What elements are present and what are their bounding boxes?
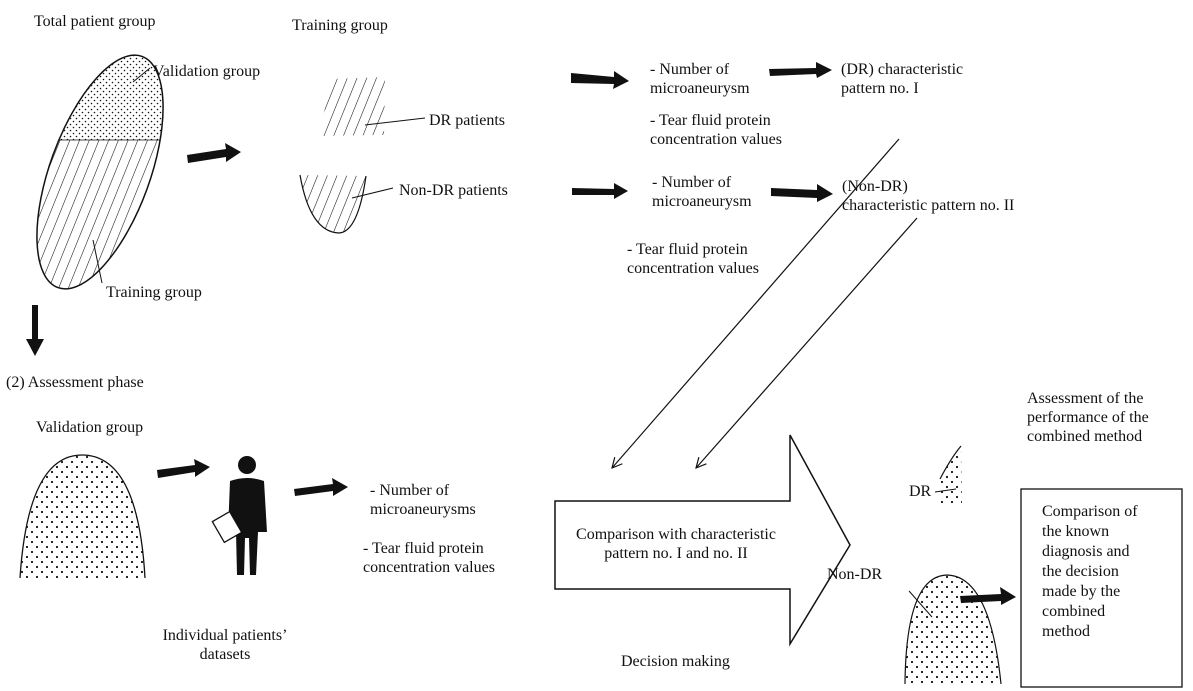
comparison-arrow-shape <box>554 434 851 647</box>
dr-patients-shape <box>320 77 426 136</box>
dr-result-label: DR <box>909 483 932 500</box>
person-with-clipboard-icon <box>211 456 267 575</box>
validation-group-phase2-label: Validation group <box>36 419 144 436</box>
non-dr-patients-shape <box>299 174 394 234</box>
validation-group-label: Validation group <box>153 63 261 80</box>
non-dr-number-of-microaneurysm: - Number of microaneurysm <box>652 174 752 210</box>
non-dr-characteristic-pattern-label: (Non-DR) characteristic pattern no. II <box>842 178 1015 214</box>
assessment-box-frame <box>1020 488 1183 688</box>
decision-making-label: Decision making <box>621 653 730 670</box>
training-group-header: Training group <box>292 17 388 34</box>
assessment-number-of-microaneurysms: - Number of microaneurysms <box>370 482 476 518</box>
dr-characteristic-pattern-label: (DR) characteristic pattern no. I <box>841 61 964 97</box>
assessment-tear-fluid-values: - Tear fluid protein concentration value… <box>363 540 495 576</box>
non-dr-patients-label: Non-DR patients <box>399 182 508 199</box>
assessment-title: Assessment of the performance of the com… <box>1027 390 1149 445</box>
assessment-box-text: Comparison of the known diagnosis and th… <box>1042 503 1138 640</box>
training-group-inner-label: Training group <box>106 284 202 301</box>
non-dr-result-shape <box>904 574 1002 685</box>
pattern-to-comparison-arrows <box>612 138 918 468</box>
thick-arrows <box>26 62 1016 605</box>
assessment-phase-title: (2) Assessment phase <box>6 374 144 391</box>
dr-tear-fluid-values: - Tear fluid protein concentration value… <box>650 112 782 148</box>
non-dr-tear-fluid-values: - Tear fluid protein concentration value… <box>627 241 759 277</box>
individual-datasets-label: Individual patients’ datasets <box>162 627 288 663</box>
dr-number-of-microaneurysm: - Number of microaneurysm <box>650 61 750 97</box>
dr-result-shape <box>934 445 962 506</box>
total-patient-group-label: Total patient group <box>34 13 156 30</box>
dr-patients-label: DR patients <box>429 112 505 129</box>
non-dr-result-label: Non-DR <box>827 566 883 583</box>
comparison-label: Comparison with characteristic pattern n… <box>576 526 776 562</box>
validation-group-shape <box>19 454 146 579</box>
